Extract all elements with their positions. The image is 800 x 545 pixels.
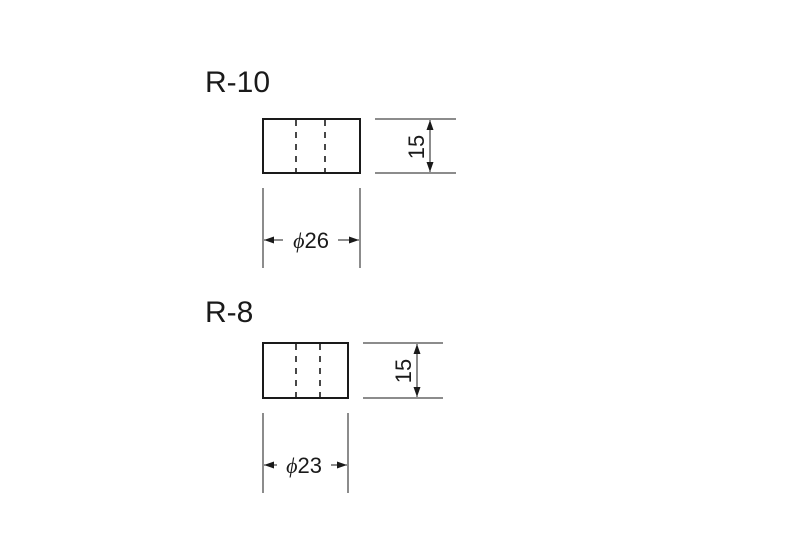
part-r8: R-8 15 ϕ23 xyxy=(205,296,443,493)
height-dimension-label: 15 xyxy=(391,359,416,383)
part-label: R-8 xyxy=(205,296,253,329)
height-dimension: 15 xyxy=(375,118,456,174)
diameter-dimension: ϕ23 xyxy=(262,413,349,493)
part-body xyxy=(262,342,349,399)
diameter-dimension: ϕ26 xyxy=(262,188,361,268)
part-label: R-10 xyxy=(205,66,270,99)
diameter-symbol: ϕ xyxy=(286,453,297,478)
height-dimension-label: 15 xyxy=(404,135,429,159)
diameter-dimension-label: ϕ26 xyxy=(293,228,329,253)
diameter-dimension-label: ϕ23 xyxy=(286,453,322,478)
diameter-value: 23 xyxy=(297,453,321,478)
part-r10: R-10 15 ϕ26 xyxy=(205,66,456,268)
part-body xyxy=(262,118,361,174)
diameter-symbol: ϕ xyxy=(293,228,304,253)
diameter-value: 26 xyxy=(304,228,328,253)
height-dimension: 15 xyxy=(363,342,443,399)
